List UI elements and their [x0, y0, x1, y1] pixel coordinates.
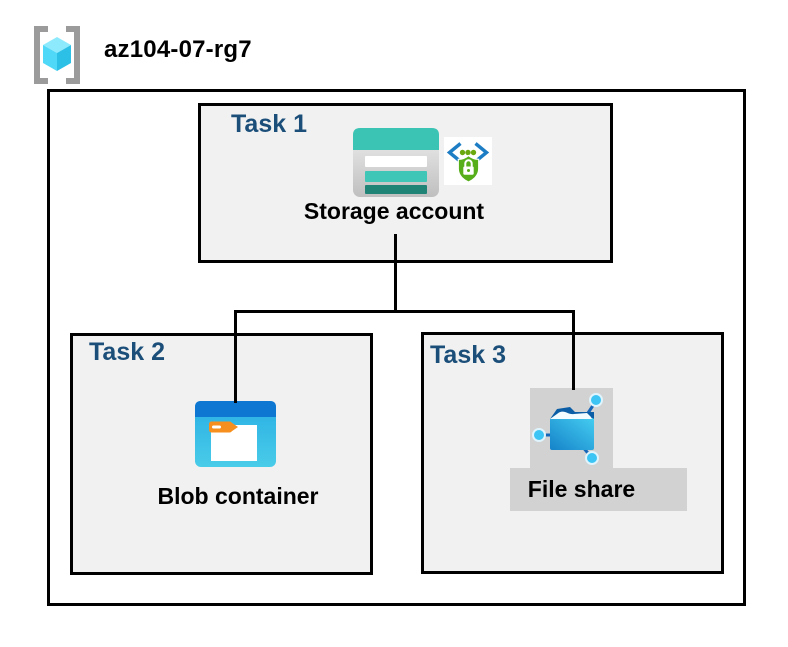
task2-label: Task 2	[89, 338, 165, 366]
task3-label: Task 3	[430, 341, 506, 369]
connector-to-file-share	[572, 310, 575, 390]
connector-to-blob-container	[234, 310, 237, 403]
task1-label: Task 1	[231, 110, 307, 138]
resource-group-icon	[34, 26, 80, 84]
resource-group-name: az104-07-rg7	[104, 36, 252, 63]
secure-access-icon	[444, 137, 492, 185]
file-share-highlight: File share	[510, 468, 687, 511]
file-share-icon	[530, 388, 613, 468]
task1-box: Task 1 Storage account	[198, 103, 613, 263]
task2-box: Task 2 Blob container	[70, 333, 373, 575]
storage-account-label: Storage account	[303, 198, 485, 224]
connector-storage-stem	[394, 234, 397, 313]
blob-container-label: Blob container	[157, 483, 319, 509]
storage-account-icon	[353, 128, 439, 197]
blob-container-icon	[195, 401, 276, 467]
connector-horizontal	[234, 310, 575, 313]
file-share-label: File share	[527, 476, 636, 502]
